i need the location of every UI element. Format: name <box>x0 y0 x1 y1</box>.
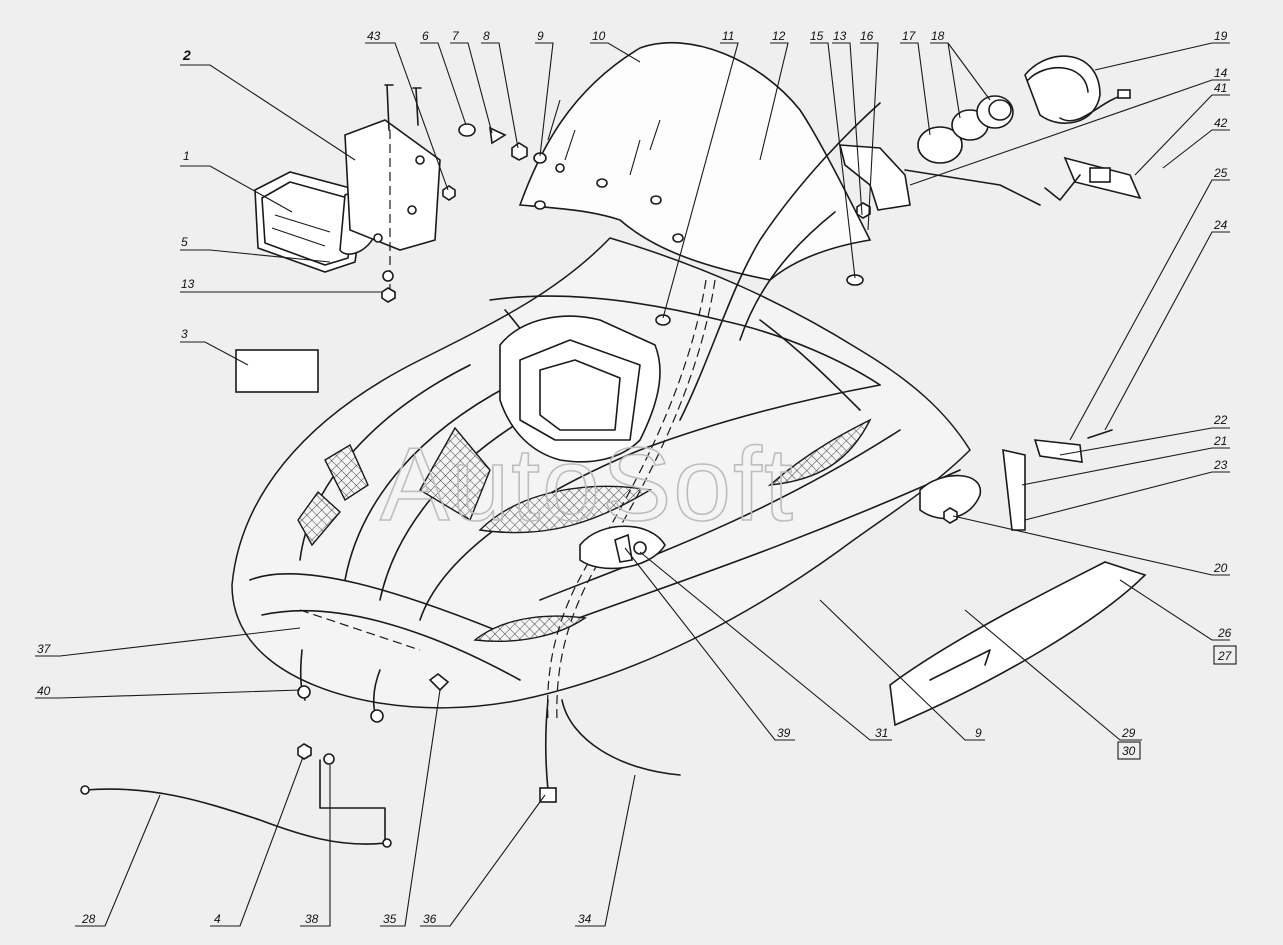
callout-39: 39 <box>777 726 791 740</box>
hood-vents <box>297 418 872 642</box>
callout-43: 43 <box>367 29 381 43</box>
gauge-bracket <box>838 144 1142 211</box>
callout-14: 14 <box>1214 66 1228 80</box>
mirror-clamp-assembly <box>579 525 666 570</box>
callout-12: 12 <box>772 29 786 43</box>
callout-4: 4 <box>214 912 221 926</box>
callout-22: 22 <box>1213 413 1228 427</box>
callout-13-top: 13 <box>833 29 847 43</box>
callout-27: 27 <box>1217 649 1233 663</box>
headlight-bracket <box>344 119 441 251</box>
callout-19: 19 <box>1214 29 1228 43</box>
callout-16: 16 <box>860 29 874 43</box>
windshield <box>518 41 872 281</box>
callout-17: 17 <box>902 29 917 43</box>
watermark-text: AutoSoft <box>380 427 795 543</box>
decal-plate <box>235 349 319 393</box>
callout-36: 36 <box>423 912 437 926</box>
front-bumper-parts <box>80 609 450 848</box>
callout-1: 1 <box>183 149 190 163</box>
callout-41: 41 <box>1214 81 1227 95</box>
callout-2: 2 <box>182 47 191 63</box>
hood <box>231 237 971 709</box>
side-panel <box>889 429 1147 727</box>
callout-5: 5 <box>181 235 188 249</box>
callout-34: 34 <box>578 912 592 926</box>
callout-28: 28 <box>81 912 96 926</box>
callout-26: 26 <box>1217 626 1232 640</box>
callout-3: 3 <box>181 327 188 341</box>
callout-11: 11 <box>722 29 734 43</box>
callout-20: 20 <box>1213 561 1228 575</box>
callout-31: 31 <box>875 726 888 740</box>
callout-13-left: 13 <box>181 277 195 291</box>
callout-7: 7 <box>452 29 460 43</box>
callout-30: 30 <box>1122 744 1136 758</box>
callout-10: 10 <box>592 29 606 43</box>
callout-21: 21 <box>1213 434 1227 448</box>
fasteners <box>381 84 871 326</box>
callout-37: 37 <box>37 642 52 656</box>
callout-23: 23 <box>1213 458 1228 472</box>
callout-40: 40 <box>37 684 51 698</box>
callout-9-bottom: 9 <box>975 726 982 740</box>
speedometer-assembly <box>917 55 1131 164</box>
callout-38: 38 <box>305 912 319 926</box>
callout-24: 24 <box>1213 218 1228 232</box>
callout-15: 15 <box>810 29 824 43</box>
callout-29: 29 <box>1121 726 1136 740</box>
headlight-housing-opening <box>499 315 661 463</box>
callout-6: 6 <box>422 29 429 43</box>
leader-lines <box>35 42 1230 927</box>
callout-25: 25 <box>1213 166 1228 180</box>
callout-8: 8 <box>483 29 490 43</box>
callout-18: 18 <box>931 29 945 43</box>
callout-42: 42 <box>1214 116 1228 130</box>
callout-35: 35 <box>383 912 397 926</box>
callout-labels: 1 2 3 5 13 43 6 7 8 9 10 11 12 15 13 16 … <box>37 29 1237 926</box>
callout-9-top: 9 <box>537 29 544 43</box>
